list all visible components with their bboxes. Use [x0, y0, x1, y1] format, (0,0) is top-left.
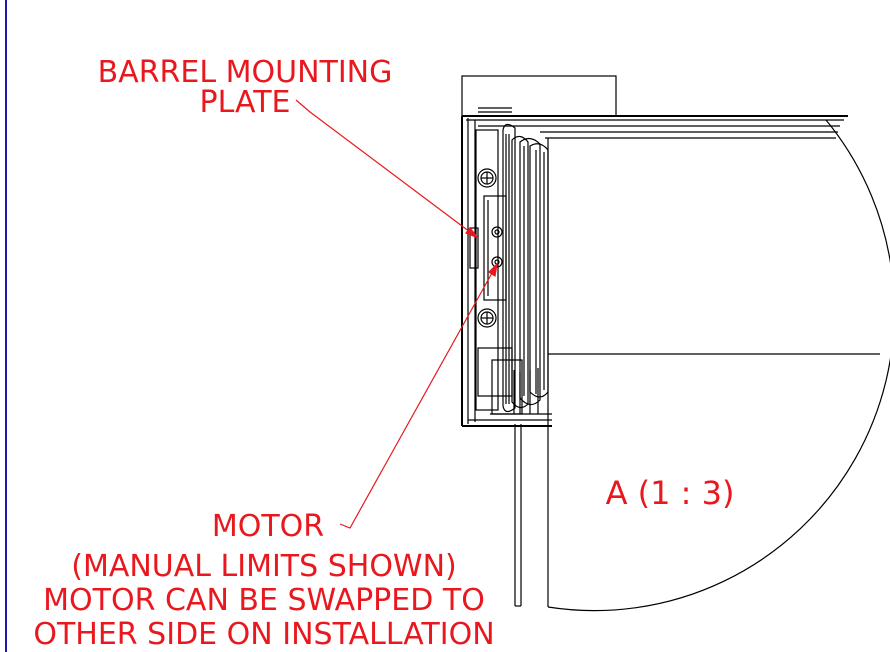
- leader-lines: [295, 99, 498, 529]
- barrel-plate-label-line1: BARREL MOUNTING: [98, 55, 393, 90]
- motor-label-line1: MOTOR: [212, 509, 324, 544]
- screw-icon-bottom: [477, 308, 497, 328]
- leader-barrel-plate: [295, 99, 479, 239]
- mounting-plate: [475, 129, 499, 411]
- mechanism-linework: [461, 75, 890, 612]
- view-label: A (1 : 3): [606, 474, 735, 512]
- screw-icon-top: [477, 168, 497, 188]
- motor-label-line4: OTHER SIDE ON INSTALLATION: [33, 617, 494, 652]
- bolt-icon-upper: [491, 226, 503, 238]
- barrel-spool: [502, 123, 516, 413]
- top-block: [461, 75, 617, 117]
- motor-label-line3: MOTOR CAN BE SWAPPED TO: [43, 583, 485, 618]
- screw-icons: [477, 168, 503, 328]
- motor-label-line2: (MANUAL LIMITS SHOWN): [71, 549, 457, 584]
- break-arc: [547, 119, 890, 612]
- barrel-plate-label-line2: PLATE: [200, 85, 291, 120]
- leader-motor: [339, 263, 498, 529]
